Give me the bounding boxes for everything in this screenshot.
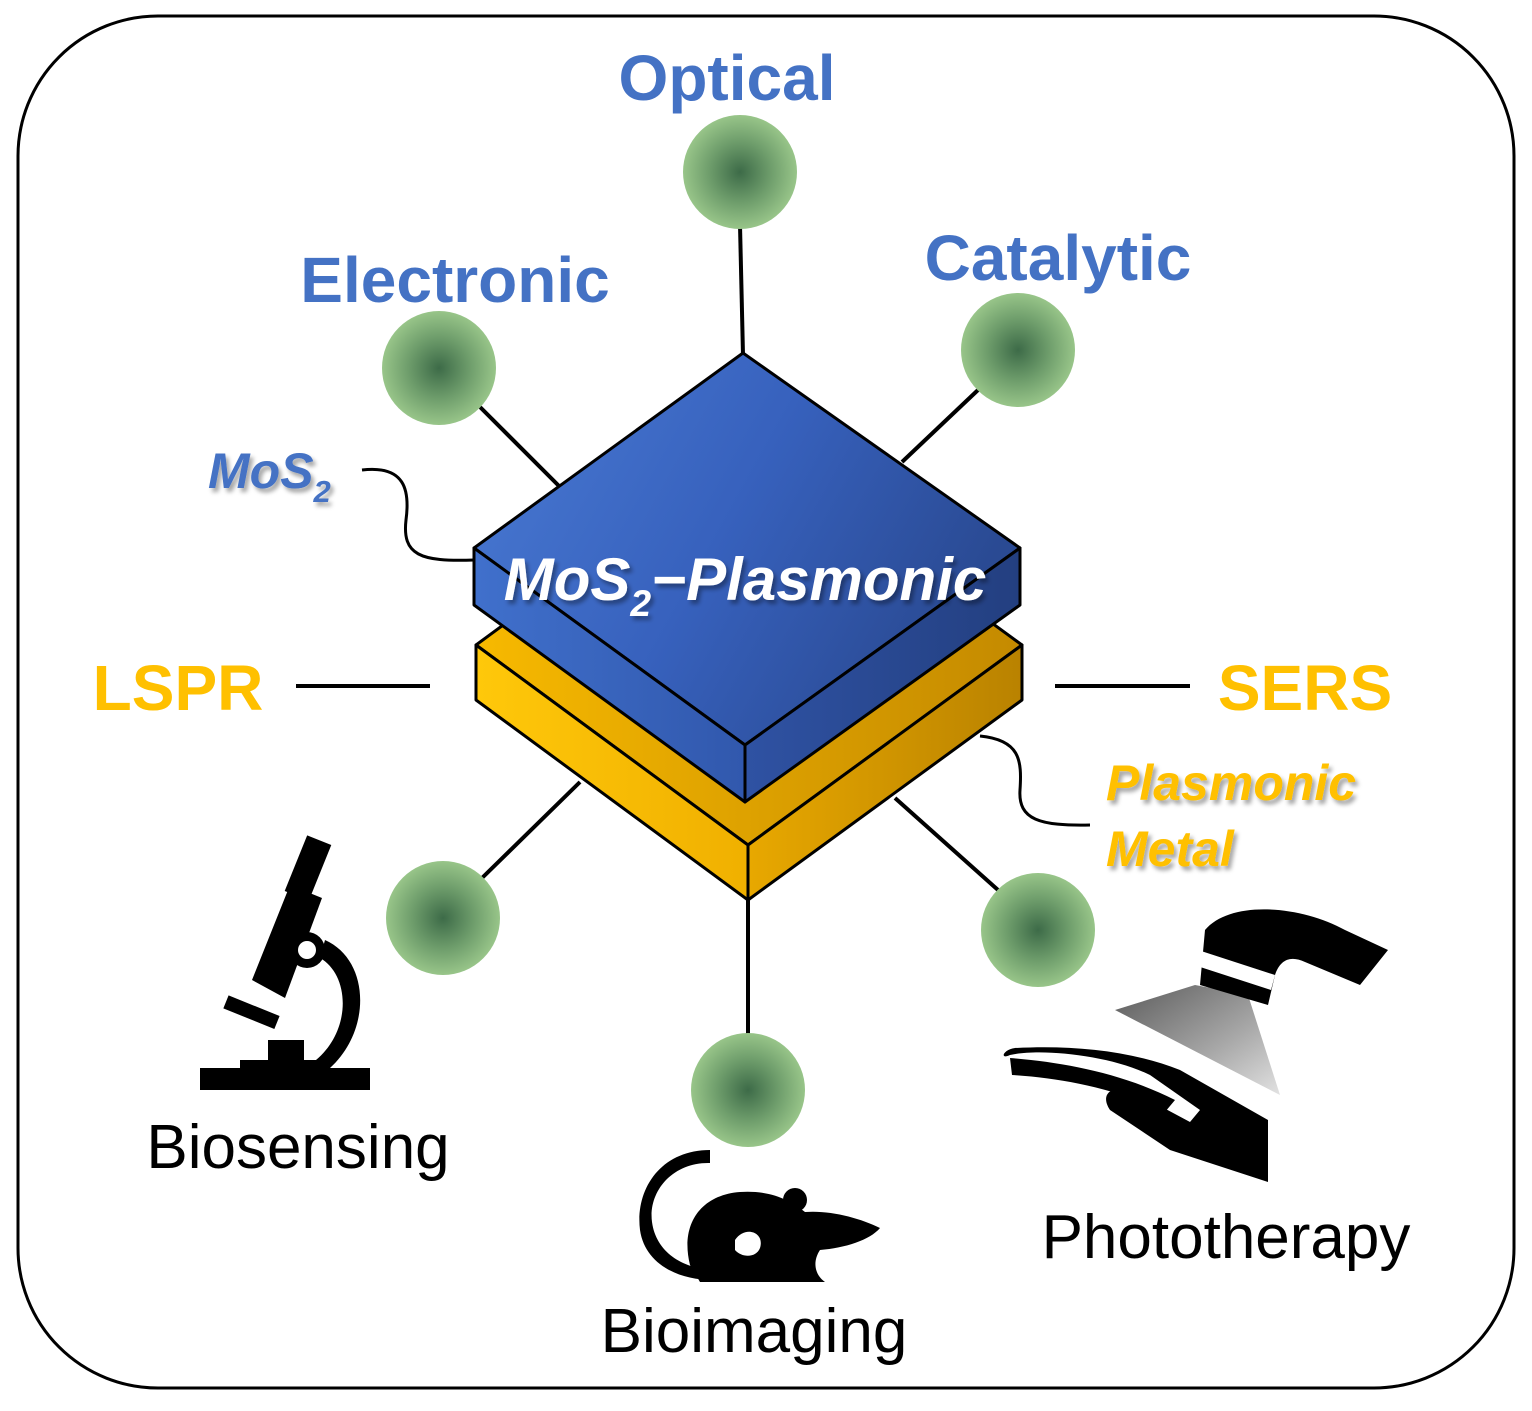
label-lspr: LSPR: [93, 652, 264, 724]
label-core: MoS2−Plasmonic: [504, 546, 987, 624]
mos2-callout-line: [361, 467, 475, 562]
label-optical: Optical: [619, 42, 836, 114]
node-bioimaging: [691, 1033, 805, 1147]
node-phototherapy: [981, 873, 1095, 987]
mouse-icon: [639, 1150, 880, 1282]
label-biosensing: Biosensing: [146, 1113, 449, 1182]
connector-biosensing: [480, 780, 582, 880]
node-electronic: [382, 311, 496, 425]
label-mos2: MoS2: [208, 443, 331, 509]
connector-optical: [738, 224, 745, 356]
mos2-slab: [472, 351, 1022, 804]
label-electronic: Electronic: [300, 244, 609, 316]
node-biosensing: [386, 861, 500, 975]
connector-catalytic: [900, 388, 980, 464]
label-sers: SERS: [1218, 652, 1392, 724]
node-catalytic: [961, 293, 1075, 407]
label-catalytic: Catalytic: [925, 222, 1192, 294]
label-metal-line1: Plasmonic: [1106, 755, 1356, 811]
microscope-icon: [200, 835, 370, 1090]
property-nodes: [382, 115, 1095, 1147]
label-bioimaging: Bioimaging: [601, 1297, 908, 1366]
hand-lamp-icon: [1003, 909, 1388, 1182]
label-phototherapy: Phototherapy: [1042, 1203, 1411, 1272]
connector-electronic: [476, 403, 562, 489]
connector-phototherapy: [893, 796, 1000, 892]
label-metal-line2: Metal: [1106, 821, 1235, 877]
connector-lines: [296, 224, 1190, 1035]
metal-callout-line: [979, 734, 1091, 827]
node-optical: [683, 115, 797, 229]
